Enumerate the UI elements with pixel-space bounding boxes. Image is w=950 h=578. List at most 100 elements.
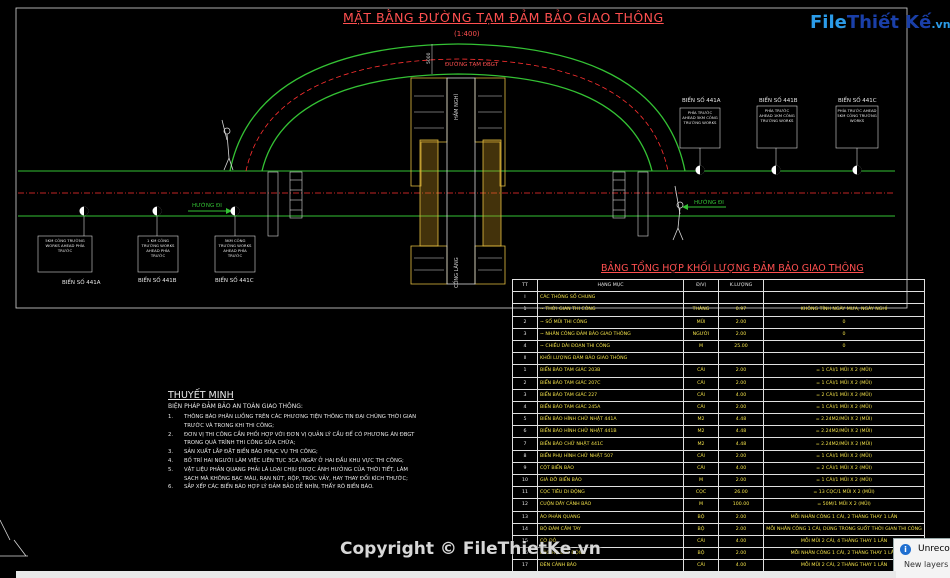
cell-note <box>763 291 925 305</box>
direction-label-left: HƯỚNG ĐI <box>192 202 222 209</box>
cell-item: GIÁ ĐỠ BIỂN BÁO <box>537 473 684 488</box>
cell-qty: 2.00 <box>718 510 764 524</box>
cell-unit: BỘ <box>683 547 719 561</box>
sign-bottom-text-3: 5KM CÔNG TRƯỜNG WORKS AHEAD PHÍA TRƯỚC <box>218 238 252 258</box>
status-bar <box>16 571 896 578</box>
cell-note: = 50M/1 MŨI X 2 (MŨI) <box>763 498 925 512</box>
cell-item: ~ CHIỀU DÀI ĐOẠN THI CÔNG <box>537 339 684 354</box>
cell-note: MỖI NHÂN CÔNG 1 CÁI, 2 THÁNG THAY 1 LẦN <box>763 510 925 524</box>
notification-popup[interactable]: i Unrecon New layers w <box>893 538 950 578</box>
cell-note: MỖI NHÂN CÔNG 1 CÁI, DÙNG TRONG SUỐT THỜ… <box>763 522 925 536</box>
cell-tt: 1 <box>512 303 538 317</box>
cell-item: ~ SỐ MŨI THI CÔNG <box>537 315 684 329</box>
cell-unit: CÁI <box>683 400 719 415</box>
cell-tt: 9 <box>512 461 538 476</box>
note-item: 5.VẬT LIỆU PHẢN QUANG PHẢI LÀ LOẠI CHỊU … <box>168 466 408 482</box>
sign-bottom-label-1: BIỂN SỐ 441A <box>62 278 101 286</box>
cell-tt: 1 <box>512 364 538 378</box>
cell-qty: 26.00 <box>718 486 764 500</box>
cell-qty: 2.00 <box>718 522 764 536</box>
cell-tt: 10 <box>512 473 538 488</box>
note-item: 1.THÔNG BÁO PHÂN LUỒNG TRÊN CÁC PHƯƠNG T… <box>168 414 417 429</box>
sign-markers-bottom <box>79 206 240 216</box>
sign-top-label-3: BIỂN SỐ 441C <box>838 96 877 104</box>
cell-tt: 4 <box>512 339 538 354</box>
cell-item: CÁC THÔNG SỐ CHUNG <box>537 291 684 305</box>
cell-unit: CÁI <box>683 449 719 463</box>
cell-unit: BỘ <box>683 522 719 536</box>
sign-posts-top <box>679 105 879 166</box>
cell-note: = 2.24M2/MŨI X 2 (MŨI) <box>763 413 925 427</box>
cell-item: CỘT BIỂN BÁO <box>537 461 684 476</box>
cell-unit: CỌC <box>683 486 719 500</box>
cell-note: = 1 CÁI/1 MŨI X 2 (MŨI) <box>763 473 925 488</box>
table-header-row: TT HẠNG MỤC Đ/VỊ K.LƯỢNG <box>512 278 925 293</box>
cell-qty <box>718 352 764 366</box>
note-item: 6.SẮP XẾP CÁC BIỂN BÁO HỢP LÝ ĐẢM BẢO DỄ… <box>168 484 374 491</box>
cell-note: 0 <box>763 327 925 341</box>
cell-tt: 3 <box>512 388 538 402</box>
cell-item: CỌC TIÊU DI ĐỘNG <box>537 486 684 500</box>
cell-item: BIỂN BÁO CHỮ NHẬT 441C <box>537 437 684 451</box>
cell-tt: 4 <box>512 400 538 415</box>
header-qty: K.LƯỢNG <box>718 278 764 293</box>
header-tt: TT <box>512 278 538 293</box>
cell-qty: 25.00 <box>718 339 764 354</box>
cell-item: BIỂN BÁO HÌNH CHỮ NHẬT 441A <box>537 413 684 427</box>
direction-label-right: HƯỚNG ĐI <box>694 199 724 206</box>
bridge-structure <box>410 77 506 285</box>
notes-heading: BIỆN PHÁP ĐẢM BẢO AN TOÀN GIAO THÔNG: <box>168 403 303 410</box>
header-item: HẠNG MỤC <box>537 278 684 293</box>
cell-tt: 2 <box>512 376 538 390</box>
header-note <box>763 278 925 293</box>
note-item: 3.SẢN XUẤT LẮP ĐẶT BIỂN BÁO PHỤC VỤ THI … <box>168 449 318 456</box>
notes-title: THUYẾT MINH <box>168 390 234 401</box>
cell-tt: 14 <box>512 522 538 536</box>
info-icon: i <box>900 544 911 555</box>
cell-item: BIỂN BÁO TAM GIÁC 245A <box>537 400 684 415</box>
cell-note: = 1 CÁI/1 MŨI X 2 (MŨI) <box>763 449 925 463</box>
cell-note: 0 <box>763 339 925 354</box>
cell-tt: 3 <box>512 327 538 341</box>
cell-tt: 12 <box>512 498 538 512</box>
note-item: 4.BỐ TRÍ HAI NGƯỜI LÀM VIỆC LIÊN TỤC 3CA… <box>168 457 404 464</box>
cell-qty: 4.00 <box>718 534 764 549</box>
cell-note: = 1 CÁI/1 MŨI X 2 (MŨI) <box>763 376 925 390</box>
cell-note: = 2 CÁI/1 MŨI X 2 (MŨI) <box>763 388 925 402</box>
cell-unit: M2 <box>683 437 719 451</box>
sign-bottom-label-2: BIỂN SỐ 441B <box>138 276 177 284</box>
cell-qty: 2.00 <box>718 315 764 329</box>
cell-qty: 2.00 <box>718 547 764 561</box>
cell-qty: 2.00 <box>718 376 764 390</box>
cell-qty: 2.00 <box>718 400 764 415</box>
cell-note: = 13 CỌC/1 MŨI X 2 (MŨI) <box>763 486 925 500</box>
sign-bottom-text-1: 5KM CÔNG TRƯỜNG WORKS AHEAD PHÍA TRƯỚC <box>45 238 85 253</box>
temp-road-center <box>245 58 669 172</box>
cell-item: KHỐI LƯỢNG ĐẢM BẢO GIAO THÔNG <box>537 352 684 366</box>
flagman-left <box>221 119 234 171</box>
cell-qty: 4.00 <box>718 388 764 402</box>
brand-part-3: .vn <box>931 18 950 31</box>
cell-tt: 11 <box>512 486 538 500</box>
cell-qty: 2.00 <box>718 327 764 341</box>
brand-part-2: Thiết Kế <box>846 12 932 33</box>
cell-item: ~ NHÂN CÔNG ĐẢM BẢO GIAO THÔNG <box>537 327 684 341</box>
cell-note: = 2.24M2/MŨI X 2 (MŨI) <box>763 437 925 451</box>
cell-unit: CÁI <box>683 534 719 549</box>
cell-unit: THÁNG <box>683 303 719 317</box>
notes-list: 1.THÔNG BÁO PHÂN LUỒNG TRÊN CÁC PHƯƠNG T… <box>168 413 423 492</box>
cell-tt: 6 <box>512 425 538 439</box>
road-width-label: 5000 <box>426 52 432 64</box>
cell-unit: M2 <box>683 413 719 427</box>
